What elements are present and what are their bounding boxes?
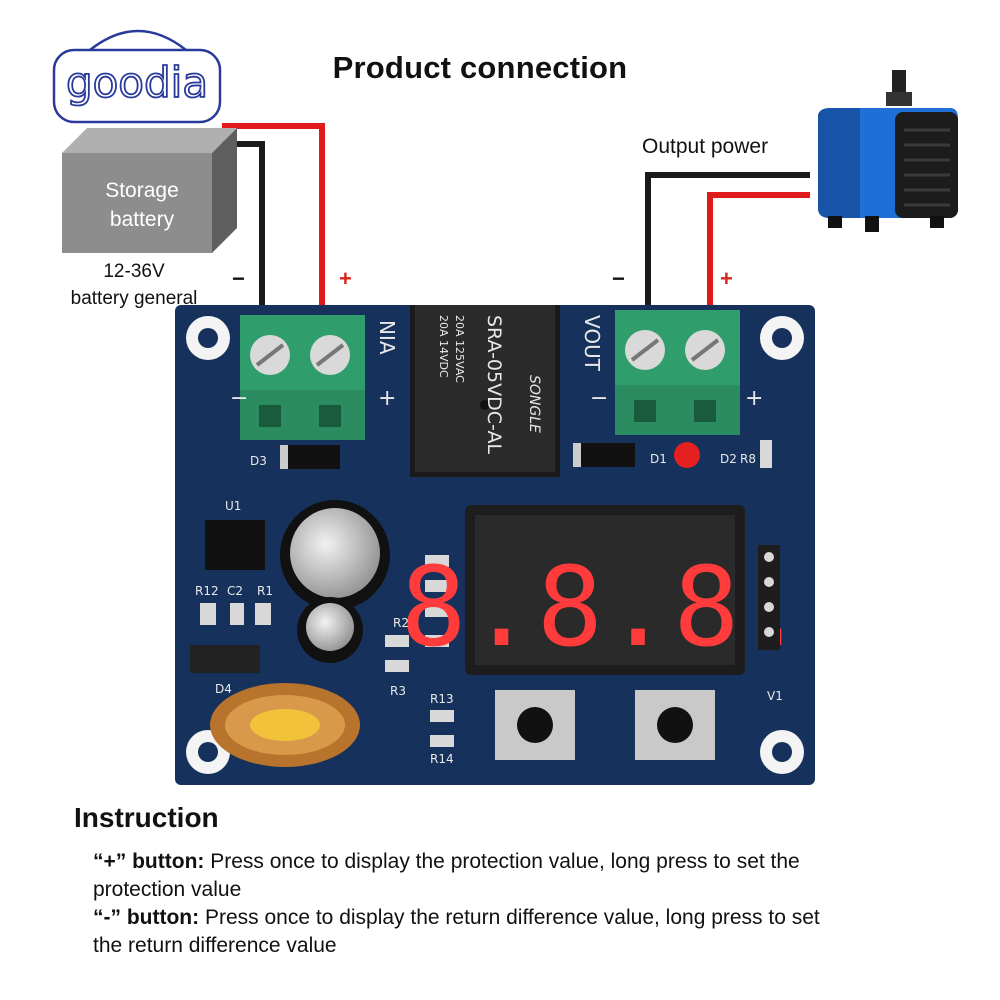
- output-plus-sign: +: [720, 266, 733, 291]
- goodia-logo: goodia: [52, 29, 222, 124]
- output-power-label: Output power: [642, 135, 769, 158]
- svg-text:R2: R2: [393, 616, 409, 630]
- svg-text:SONGLE: SONGLE: [526, 375, 542, 433]
- minus-button-instruction: “-” button: Press once to display the re…: [93, 906, 820, 957]
- output-terminal-label: VOUT: [580, 315, 604, 372]
- battery-positive-wire: [222, 123, 325, 335]
- output-terminal: [615, 310, 740, 435]
- water-pump: [818, 70, 958, 232]
- plus-button-instruction: “+” button: Press once to display the pr…: [93, 850, 800, 901]
- output-minus-sign: −: [612, 266, 625, 291]
- svg-text:SRA-05VDC-AL: SRA-05VDC-AL: [483, 315, 505, 454]
- svg-text:V1: V1: [767, 689, 783, 703]
- output-negative-wire: [645, 172, 810, 330]
- svg-text:+: +: [378, 386, 396, 411]
- relay: [410, 305, 560, 477]
- svg-text:−: −: [590, 386, 608, 411]
- output-positive-wire: [707, 192, 810, 330]
- svg-text:D1: D1: [650, 452, 667, 466]
- svg-text:−: −: [230, 386, 248, 411]
- seven-segment-display: [465, 505, 745, 675]
- svg-text:R8: R8: [740, 452, 756, 466]
- svg-text:R1: R1: [257, 584, 273, 598]
- inductor-coil: [210, 683, 360, 767]
- svg-text:D4: D4: [215, 682, 232, 696]
- plus-button: [495, 690, 575, 760]
- storage-battery: [62, 128, 237, 253]
- input-plus-sign: +: [339, 266, 352, 291]
- minus-button: [635, 690, 715, 760]
- svg-text:D3: D3: [250, 454, 267, 468]
- svg-text:U1: U1: [225, 499, 241, 513]
- svg-text:R12: R12: [195, 584, 219, 598]
- voltage-protection-board: NIA − + VOUT − + 20A 14VDC 20A 125VAC SR…: [175, 305, 815, 785]
- svg-text:20A 125VAC: 20A 125VAC: [453, 315, 466, 383]
- svg-text:R14: R14: [430, 752, 454, 766]
- input-minus-sign: −: [232, 266, 245, 291]
- logo-text: goodia: [66, 58, 208, 107]
- instruction-title: Instruction: [74, 802, 219, 833]
- page-title: Product connection: [332, 50, 628, 85]
- input-terminal: [240, 315, 365, 440]
- battery-spec: 12-36V battery general: [70, 261, 198, 309]
- display-digits: 8.8.8.: [400, 543, 809, 671]
- input-terminal-label: NIA: [375, 320, 399, 355]
- svg-text:D2: D2: [720, 452, 737, 466]
- svg-text:R3: R3: [390, 684, 406, 698]
- svg-text:R13: R13: [430, 692, 454, 706]
- svg-text:20A 14VDC: 20A 14VDC: [437, 315, 450, 378]
- svg-text:+: +: [745, 386, 763, 411]
- battery-label: Storage battery: [105, 179, 179, 231]
- svg-text:C2: C2: [227, 584, 243, 598]
